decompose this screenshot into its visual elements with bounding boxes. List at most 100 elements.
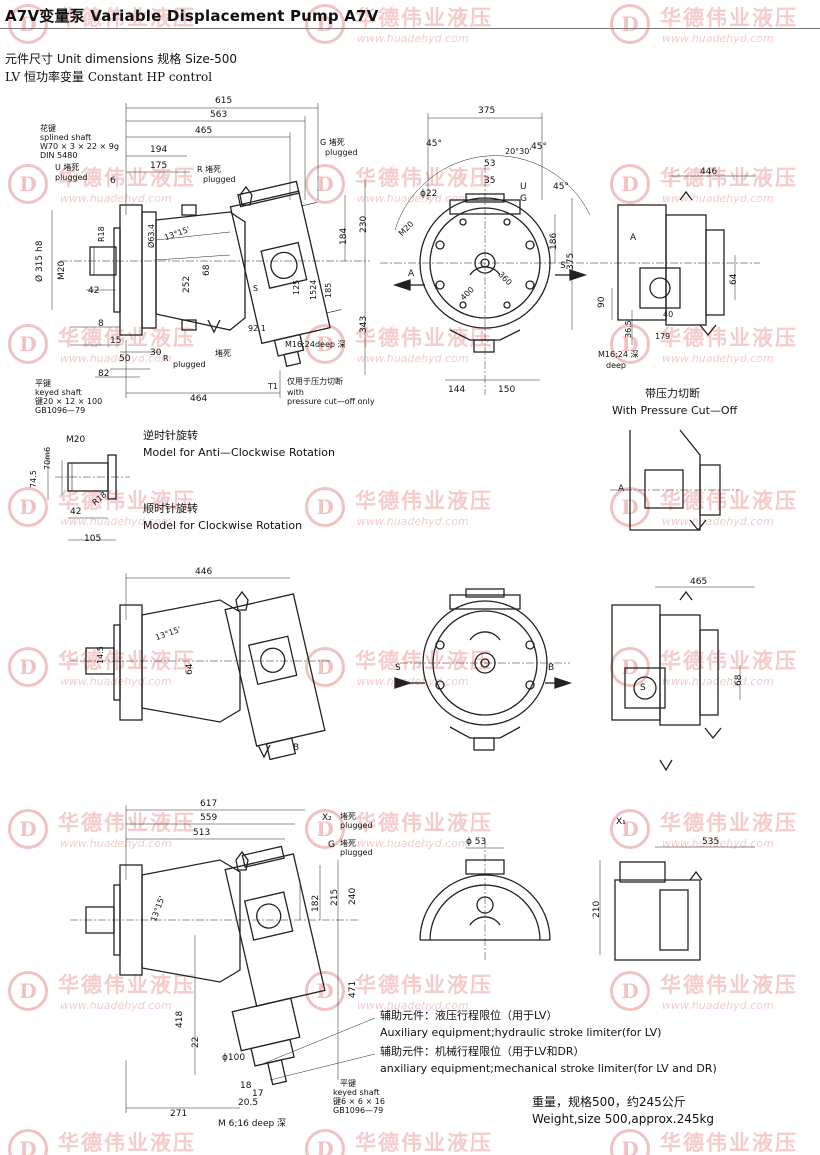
front-dim-53: 53 [484, 159, 496, 169]
view3-side-drawing [70, 805, 376, 1113]
v3-dim-513: 513 [193, 828, 211, 838]
note-aux1-en: Auxiliary equipment;hydraulic stroke lim… [380, 1026, 662, 1039]
front-dim-375: 375 [478, 106, 496, 116]
v3-dim-471: 471 [348, 980, 358, 998]
watermark-url: www.huadehyd.com [357, 32, 469, 45]
s-port: S [253, 284, 259, 293]
v3-dim-215: 215 [330, 888, 340, 906]
watermark-logo-icon: D [305, 487, 345, 527]
dim-465: 465 [195, 126, 213, 136]
dim-92-1: 92.1 [248, 324, 266, 333]
note-aux1-cn: 辅助元件：液压行程限位（用于LV） [380, 1009, 558, 1022]
dim-42: 42 [88, 286, 100, 296]
keyed-shaft-std: GB1096—79 [35, 406, 86, 415]
front1-drawing [380, 113, 600, 395]
cutoff-only-en2: pressure cut—off only [287, 397, 375, 406]
side3-drawing [599, 846, 755, 961]
watermark-url: www.huadehyd.com [662, 192, 774, 205]
s3-dim-210: 210 [592, 900, 602, 918]
side-dim-446: 446 [700, 167, 718, 177]
front-dim-144: 144 [448, 385, 466, 395]
v3-g-plugged-cn: 堵死 [340, 839, 356, 848]
side-dim-90: 90 [597, 296, 607, 308]
watermark-url: www.huadehyd.com [60, 837, 172, 850]
keyed-shaft-spec: 键20 × 12 × 100 [35, 397, 103, 406]
watermark-logo-icon: D [8, 4, 48, 44]
v3-x2-port: X₂ [322, 813, 332, 823]
watermark-url: www.huadehyd.com [662, 352, 774, 365]
v3-keyed-std: GB1096—79 [333, 1106, 384, 1115]
v3-dim-22: 22 [191, 1036, 201, 1048]
spline-shaft-en: splined shaft [40, 133, 92, 142]
cutoff-only-cn: 仅用于压力切断 [287, 377, 343, 386]
watermark-logo-icon: D [8, 809, 48, 849]
front-angle-20-30: 20°30' [505, 147, 532, 156]
watermark-url: www.huadehyd.com [357, 999, 469, 1012]
s2-dim-68: 68 [734, 674, 744, 686]
dim-30: 30 [150, 348, 162, 358]
front-g-port: G [520, 194, 527, 204]
dim-1524: 1524 [309, 279, 318, 300]
v3-dim-240: 240 [348, 887, 358, 905]
view1-side-drawing [51, 103, 370, 398]
side-dim-36-5: 36.5 [624, 320, 633, 338]
keyed-shaft-en: keyed shaft [35, 388, 82, 397]
u-plugged-cn: U 堵死 [55, 163, 80, 172]
subtitle-control: LV 恒功率变量 Constant HP control [5, 70, 213, 84]
watermark-logo-icon: D [305, 971, 345, 1011]
page-title: A7V变量泵 Variable Displacement Pump A7V [5, 7, 379, 25]
v3-g-plugged-en: plugged [340, 848, 373, 857]
watermark-url: www.huadehyd.com [60, 999, 172, 1012]
watermark-text: 华德伟业液压 [660, 649, 798, 673]
note-aux2-en: anxiliary equipment;mechanical stroke li… [380, 1062, 717, 1075]
v3-dim-20-5: 20.5 [238, 1098, 259, 1108]
v2-b-port: B [293, 743, 300, 753]
watermark-logo-icon: D [610, 971, 650, 1011]
watermark-text: 华德伟业液压 [58, 489, 196, 513]
f2-s-port: S [395, 663, 401, 673]
watermark-logo-icon: D [8, 971, 48, 1011]
watermark-url: www.huadehyd.com [357, 515, 469, 528]
keyed-m20: M20 [66, 435, 86, 445]
anti-clockwise-en: Model for Anti—Clockwise Rotation [143, 446, 335, 459]
side2-drawing [611, 586, 755, 772]
v2-dim-64: 64 [185, 663, 195, 675]
front2-drawing [394, 588, 573, 751]
dim-8: 8 [98, 319, 104, 329]
watermark-url: www.huadehyd.com [357, 352, 469, 365]
watermark-text: 华德伟业液压 [660, 811, 798, 835]
front-a-port: A [408, 269, 415, 279]
watermark-text: 华德伟业液压 [355, 166, 493, 190]
dim-175: 175 [150, 161, 168, 171]
front-angle-45-right: 45° [553, 182, 569, 192]
clockwise-cn: 顺时针旋转 [143, 502, 198, 515]
v3-dim-617: 617 [200, 799, 218, 809]
side-deep: deep [606, 361, 626, 370]
watermark-url: www.huadehyd.com [662, 999, 774, 1012]
v3-m6-thread: M 6;16 deep 深 [218, 1119, 287, 1129]
watermark: D 华德伟业液压 www.huadehyd.com [305, 483, 525, 541]
subtitle-dimensions: 元件尺寸 Unit dimensions 规格 Size-500 [5, 52, 237, 66]
watermark-text: 华德伟业液压 [58, 6, 196, 30]
dim-464: 464 [190, 394, 208, 404]
watermark-logo-icon: D [8, 164, 48, 204]
watermark: D 华德伟业液压 [8, 0, 228, 58]
dim-563: 563 [210, 110, 228, 120]
v3-dim-phi100: ϕ100 [222, 1053, 246, 1063]
watermark-text: 华德伟业液压 [355, 489, 493, 513]
dim-184: 184 [339, 227, 349, 245]
dim-343: 343 [359, 315, 369, 333]
watermark-text: 华德伟业液压 [355, 326, 493, 350]
dim-82: 82 [98, 369, 110, 379]
watermark-logo-icon: D [305, 324, 345, 364]
note-weight-en: Weight,size 500,approx.245kg [532, 1112, 715, 1126]
dim-194: 194 [150, 145, 168, 155]
dim-230: 230 [359, 215, 369, 233]
